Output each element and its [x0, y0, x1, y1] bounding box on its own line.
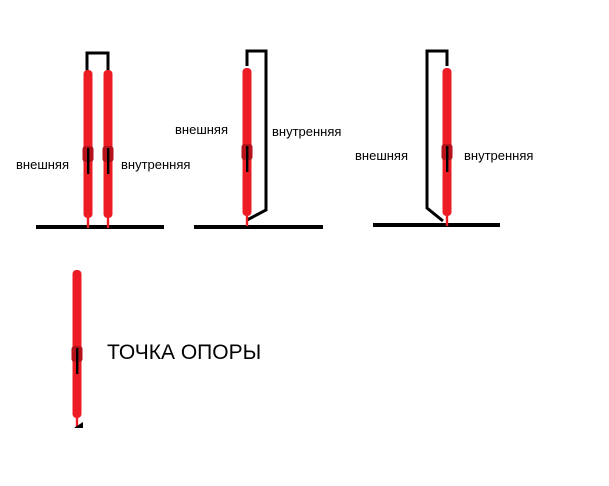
- contact-tip: [74, 422, 83, 428]
- label-outer-1: внешняя: [16, 157, 70, 172]
- figure-support-point: [71, 270, 83, 428]
- label-outer-2: внешняя: [175, 122, 229, 137]
- label-inner-1: внутренняя: [121, 157, 191, 172]
- label-outer-3: внешняя: [355, 148, 409, 163]
- bridge-wire-1: [85, 51, 110, 72]
- probe-outer-1: [82, 70, 94, 228]
- wire-2: [245, 49, 268, 222]
- figure-1: [36, 51, 164, 229]
- figure-3: [373, 49, 500, 227]
- probe-support: [71, 270, 83, 428]
- label-inner-2: внутренняя: [272, 124, 342, 139]
- wire-3: [425, 49, 449, 223]
- figure-2: [194, 49, 323, 229]
- probe-inner-1: [102, 70, 114, 228]
- label-inner-3: внутренняя: [464, 148, 534, 163]
- probe-2: [241, 68, 253, 226]
- probe-3: [441, 68, 453, 226]
- label-support-point: ТОЧКА ОПОРЫ: [107, 341, 262, 364]
